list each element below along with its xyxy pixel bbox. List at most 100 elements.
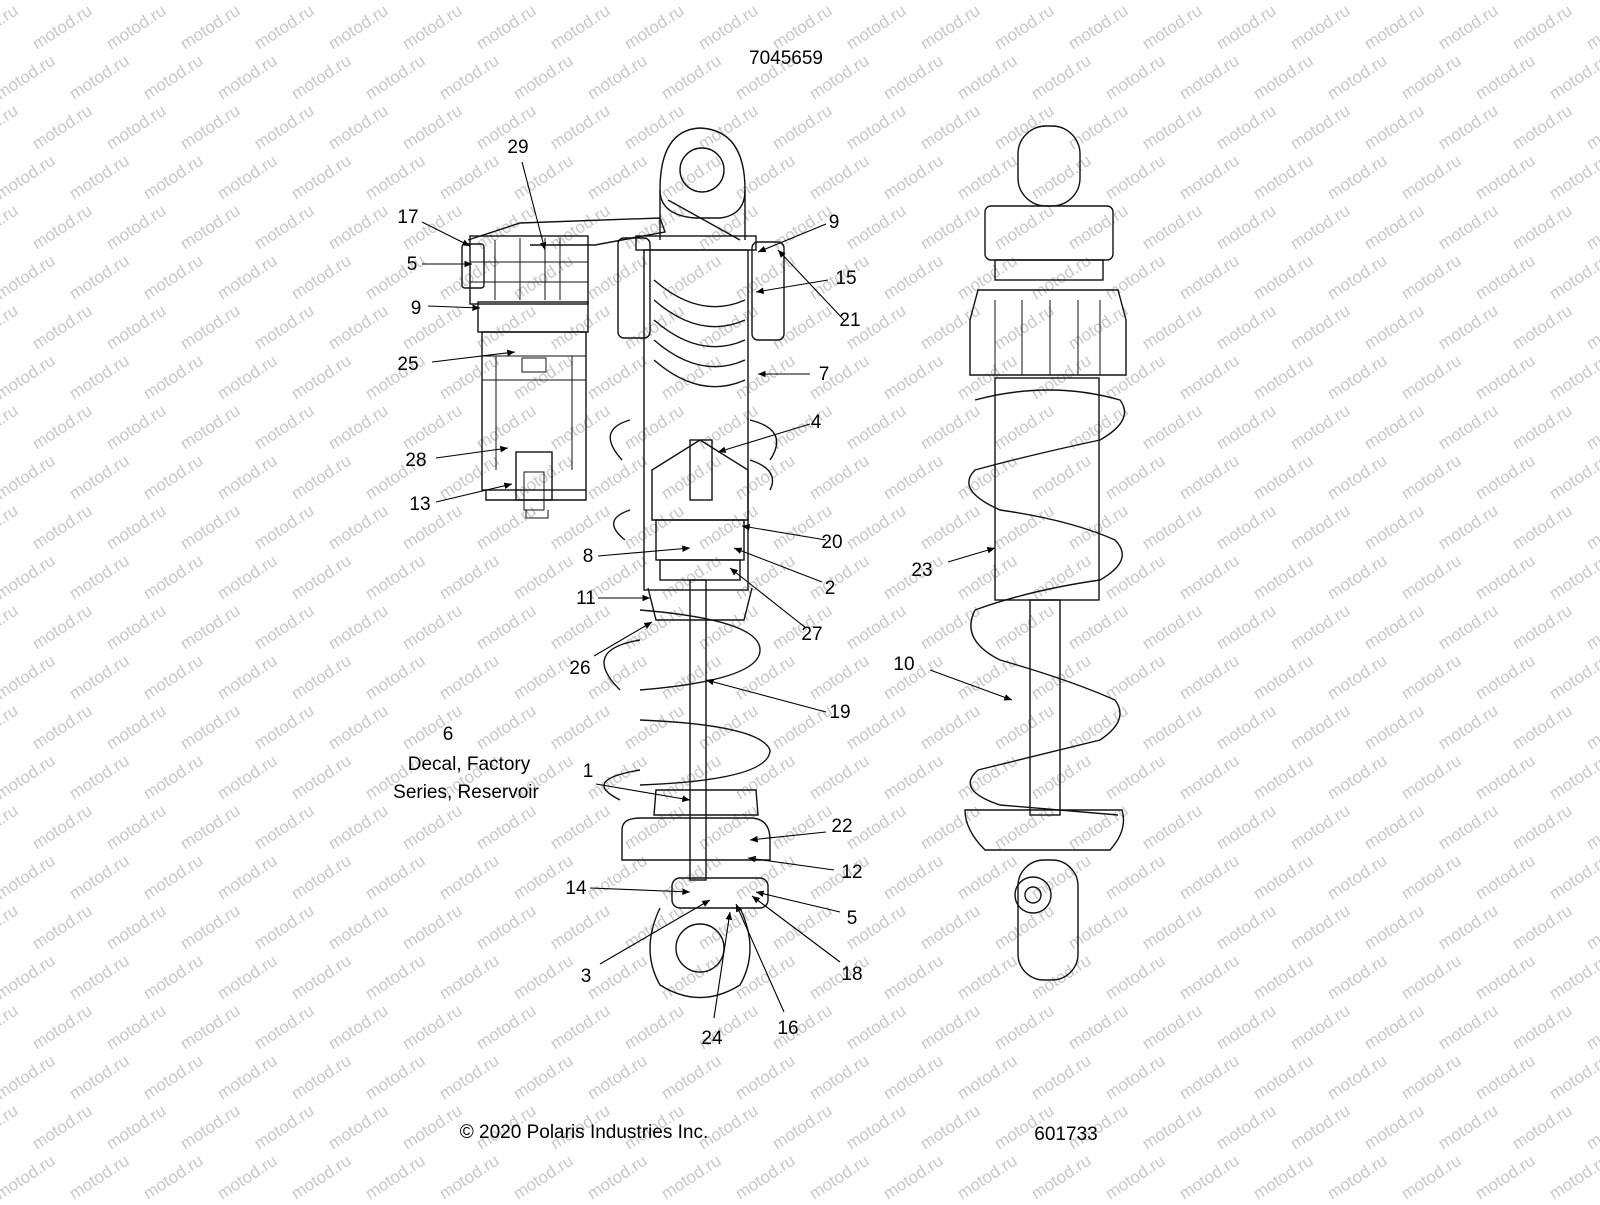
watermark-text: motod.ru: [177, 301, 244, 353]
watermark-text: motod.ru: [1472, 751, 1539, 803]
watermark-text: motod.ru: [288, 651, 355, 703]
watermark-text: motod.ru: [1435, 701, 1502, 753]
watermark-text: motod.ru: [66, 151, 133, 203]
watermark-text: motod.ru: [843, 701, 910, 753]
watermark-text: motod.ru: [1287, 1101, 1354, 1153]
watermark-text: motod.ru: [0, 1, 21, 53]
callout-11: 11: [576, 588, 596, 609]
watermark-text: motod.ru: [1250, 851, 1317, 903]
watermark-text: motod.ru: [325, 201, 392, 253]
watermark-text: motod.ru: [584, 851, 651, 903]
watermark-text: motod.ru: [1287, 301, 1354, 353]
watermark-text: motod.ru: [140, 951, 207, 1003]
watermark-text: motod.ru: [399, 101, 466, 153]
watermark-text: motod.ru: [1398, 151, 1465, 203]
watermark-text: motod.ru: [806, 1051, 873, 1103]
watermark-text: motod.ru: [658, 51, 725, 103]
watermark-text: motod.ru: [103, 101, 170, 153]
watermark-text: motod.ru: [880, 251, 947, 303]
watermark-text: motod.ru: [1213, 1, 1280, 53]
watermark-text: motod.ru: [1583, 801, 1600, 853]
watermark-text: motod.ru: [325, 701, 392, 753]
note-ref: 6: [443, 724, 454, 745]
watermark-text: motod.ru: [1509, 401, 1576, 453]
watermark-text: motod.ru: [1398, 551, 1465, 603]
watermark-text: motod.ru: [1176, 51, 1243, 103]
watermark-text: motod.ru: [177, 901, 244, 953]
watermark-text: motod.ru: [251, 201, 318, 253]
watermark-text: motod.ru: [1435, 1001, 1502, 1053]
watermark-text: motod.ru: [66, 51, 133, 103]
watermark-text: motod.ru: [1546, 351, 1600, 403]
watermark-text: motod.ru: [288, 1051, 355, 1103]
watermark-text: motod.ru: [1583, 701, 1600, 753]
watermark-text: motod.ru: [362, 51, 429, 103]
watermark-text: motod.ru: [362, 951, 429, 1003]
watermark-text: motod.ru: [0, 51, 58, 103]
watermark-text: motod.ru: [695, 201, 762, 253]
watermark-text: motod.ru: [880, 1051, 947, 1103]
watermark-text: motod.ru: [251, 101, 318, 153]
watermark-text: motod.ru: [1398, 51, 1465, 103]
watermark-text: motod.ru: [1102, 151, 1169, 203]
watermark-text: motod.ru: [29, 801, 96, 853]
watermark-text: motod.ru: [1398, 351, 1465, 403]
watermark-text: motod.ru: [1213, 901, 1280, 953]
watermark-text: motod.ru: [1472, 51, 1539, 103]
watermark-text: motod.ru: [1472, 951, 1539, 1003]
watermark-text: motod.ru: [0, 351, 58, 403]
watermark-text: motod.ru: [29, 501, 96, 553]
watermark-text: motod.ru: [1583, 201, 1600, 253]
callout-5-body: 5: [847, 908, 858, 929]
watermark-text: motod.ru: [843, 101, 910, 153]
watermark-text: motod.ru: [510, 1051, 577, 1103]
callout-5-reservoir: 5: [407, 254, 418, 275]
watermark-text: motod.ru: [1361, 601, 1428, 653]
watermark-text: motod.ru: [584, 951, 651, 1003]
watermark-text: motod.ru: [1546, 551, 1600, 603]
watermark-text: motod.ru: [473, 501, 540, 553]
watermark-text: motod.ru: [584, 251, 651, 303]
watermark-text: motod.ru: [806, 651, 873, 703]
watermark-text: motod.ru: [1176, 251, 1243, 303]
watermark-text: motod.ru: [251, 801, 318, 853]
watermark-text: motod.ru: [399, 1, 466, 53]
watermark-text: motod.ru: [547, 701, 614, 753]
watermark-text: motod.ru: [1472, 251, 1539, 303]
watermark-text: motod.ru: [806, 1151, 873, 1200]
watermark-text: motod.ru: [621, 1, 688, 53]
watermark-text: motod.ru: [1546, 451, 1600, 503]
watermark-text: motod.ru: [880, 1151, 947, 1200]
watermark-text: motod.ru: [510, 51, 577, 103]
watermark-text: motod.ru: [0, 201, 21, 253]
watermark-text: motod.ru: [584, 51, 651, 103]
watermark-text: motod.ru: [473, 901, 540, 953]
watermark-text: motod.ru: [103, 201, 170, 253]
note-line-2: Series, Reservoir: [393, 782, 539, 803]
watermark-text: motod.ru: [843, 501, 910, 553]
watermark-text: motod.ru: [1583, 901, 1600, 953]
watermark-text: motod.ru: [658, 1151, 725, 1200]
watermark-text: motod.ru: [1250, 751, 1317, 803]
watermark-text: motod.ru: [1398, 1151, 1465, 1200]
watermark-text: motod.ru: [843, 1, 910, 53]
watermark-text: motod.ru: [1546, 0, 1600, 3]
watermark-text: motod.ru: [362, 1151, 429, 1200]
watermark-text: motod.ru: [1213, 801, 1280, 853]
watermark-text: motod.ru: [325, 301, 392, 353]
watermark-text: motod.ru: [140, 1051, 207, 1103]
watermark-text: motod.ru: [1176, 551, 1243, 603]
watermark-text: motod.ru: [510, 351, 577, 403]
watermark-text: motod.ru: [1065, 1001, 1132, 1053]
watermark-text: motod.ru: [29, 301, 96, 353]
watermark-text: motod.ru: [0, 851, 58, 903]
watermark-text: motod.ru: [251, 1001, 318, 1053]
watermark-text: motod.ru: [1472, 451, 1539, 503]
watermark-text: motod.ru: [1028, 51, 1095, 103]
assembly-number: 7045659: [749, 48, 823, 69]
watermark-text: motod.ru: [1250, 251, 1317, 303]
watermark-text: motod.ru: [1028, 951, 1095, 1003]
watermark-text: motod.ru: [0, 901, 21, 953]
watermark-text: motod.ru: [1102, 351, 1169, 403]
illustration-number: 601733: [1034, 1124, 1097, 1145]
